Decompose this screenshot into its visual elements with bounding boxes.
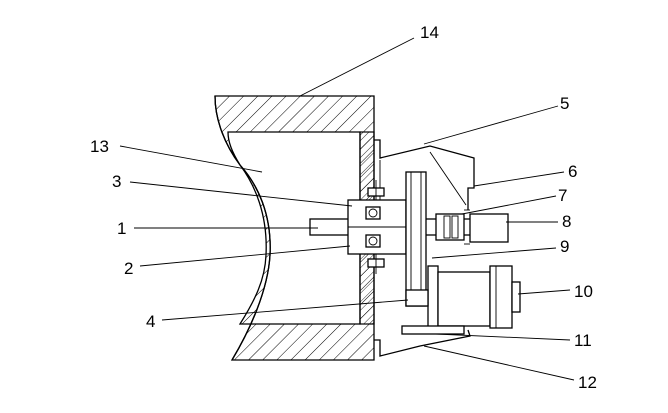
callout-1: 1	[117, 219, 126, 238]
cover-5	[374, 139, 475, 210]
callout-6: 6	[568, 162, 577, 181]
bearing-upper	[365, 206, 381, 220]
pinion-ring-b	[451, 215, 459, 239]
base-plate-11	[401, 325, 465, 335]
cover-inner	[379, 151, 467, 206]
callout-4: 4	[146, 312, 155, 331]
callout-2: 2	[124, 259, 133, 278]
pinion-ring-a	[443, 215, 451, 239]
bearing-ball-upper	[368, 208, 378, 218]
callout-9: 9	[560, 237, 569, 256]
callout-10: 10	[574, 282, 593, 301]
motor-pinion-4	[405, 289, 429, 307]
motor-flange	[427, 265, 439, 329]
callout-12: 12	[578, 373, 597, 392]
leader-lines	[119, 37, 575, 381]
callout-13: 13	[90, 137, 109, 156]
bearing-ball-lower	[368, 236, 378, 246]
callout-7: 7	[558, 186, 567, 205]
callout-5: 5	[560, 94, 569, 113]
support-12	[374, 329, 471, 357]
motor-body-10	[437, 271, 491, 327]
callout-8: 8	[562, 212, 571, 231]
bearing-lower	[365, 234, 381, 248]
motor-cap-10	[489, 265, 513, 329]
gear-9	[405, 171, 427, 307]
callout-11: 11	[574, 331, 592, 350]
motor-shaft-end	[511, 281, 521, 313]
sensor-8	[469, 213, 509, 243]
callout-3: 3	[112, 172, 121, 191]
callout-14: 14	[420, 23, 439, 42]
